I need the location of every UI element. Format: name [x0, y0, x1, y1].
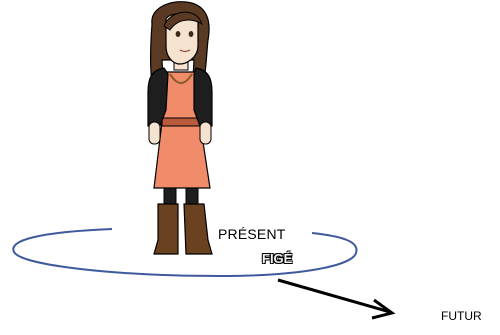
standing-woman-icon	[148, 2, 212, 254]
future-label: FUTUR	[441, 309, 482, 323]
frozen-label: FIGÉ	[262, 251, 292, 266]
future-arrow-line	[278, 280, 390, 312]
present-label: PRÉSENT	[218, 226, 286, 242]
